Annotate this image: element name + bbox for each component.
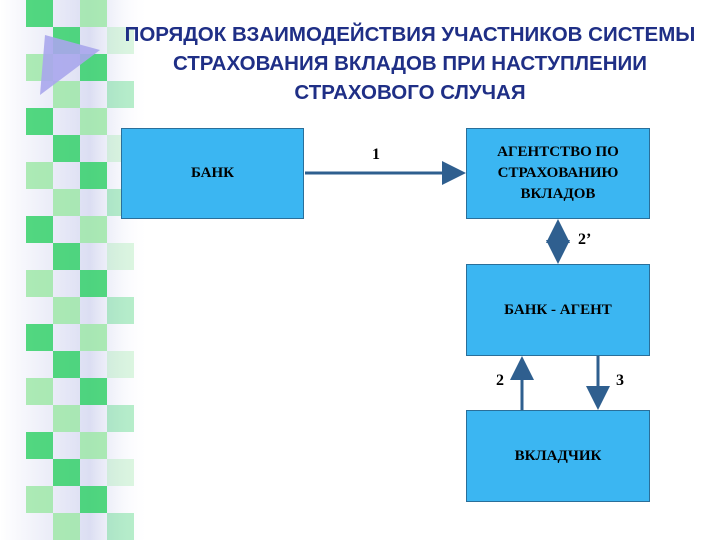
edge-label-2: 2 [496,372,504,389]
node-agency-label: АГЕНТСТВО ПО СТРАХОВАНИЮ ВКЛАДОВ [497,144,619,202]
node-bank-label: БАНК [190,165,235,181]
node-agent-bank-label: БАНК - АГЕНТ [504,301,612,318]
node-depositor: ВКЛАДЧИК [466,410,650,502]
node-depositor-label: ВКЛАДЧИК [514,447,602,464]
edge-label-2-prime: 2’ [578,231,592,248]
edge-label-3: 3 [616,372,624,389]
decorative-side-strip [0,0,150,540]
node-agent-bank: БАНК - АГЕНТ [466,264,650,356]
node-bank: БАНК [121,128,304,219]
page-title: ПОРЯДОК ВЗАИМОДЕЙСТВИЯ УЧАСТНИКОВ СИСТЕМ… [124,23,696,104]
edge-label-1: 1 [372,146,380,163]
node-deposit-insurance-agency: АГЕНТСТВО ПО СТРАХОВАНИЮ ВКЛАДОВ [466,128,650,219]
